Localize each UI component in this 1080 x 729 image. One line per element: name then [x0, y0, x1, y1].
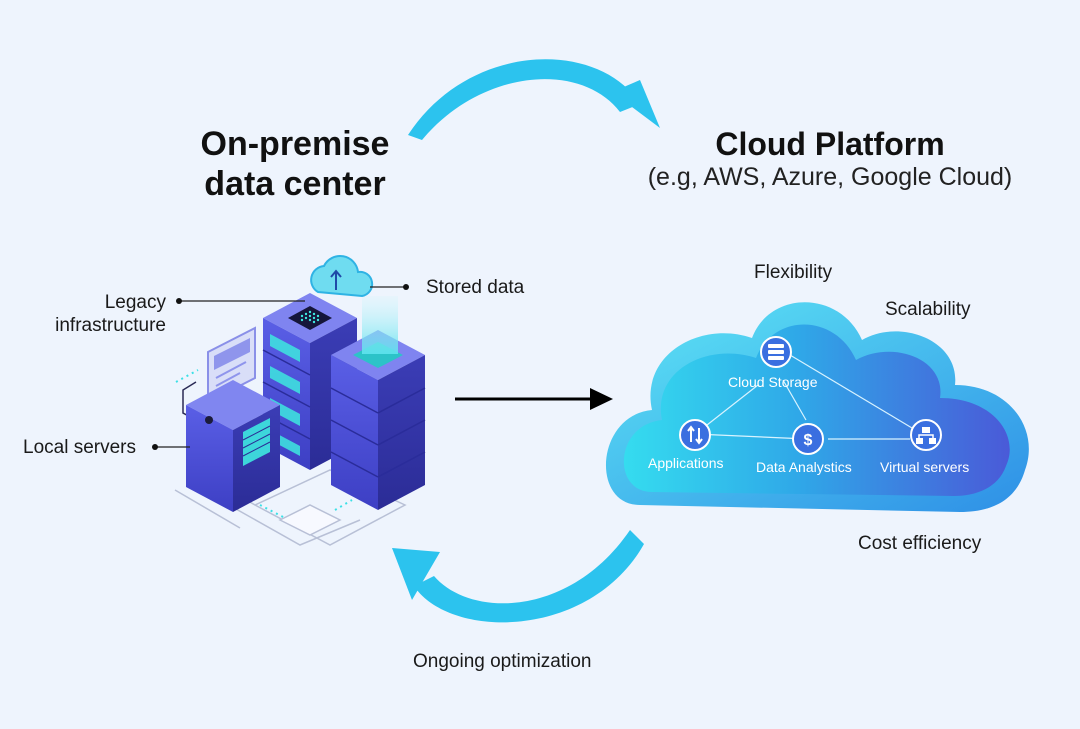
flexibility-label: Flexibility	[754, 262, 833, 283]
legacy-infrastructure-label: Legacy infrastructure	[38, 291, 166, 338]
legacy-callout-dot	[176, 298, 182, 304]
local-servers-label: Local servers	[23, 437, 136, 458]
data-beam	[362, 296, 398, 354]
on-premise-title-line1: On-premise	[200, 125, 390, 163]
server-left	[186, 380, 280, 512]
svg-text:$: $	[804, 432, 813, 449]
ongoing-optimization-label: Ongoing optimization	[413, 651, 592, 672]
scalability-label: Scalability	[885, 299, 971, 320]
dollar-icon: $	[792, 423, 824, 455]
on-premise-title: On-premise data center	[150, 124, 440, 204]
virtual-servers-label: Virtual servers	[880, 459, 970, 475]
network-hierarchy-icon	[910, 419, 942, 451]
stored-data-label: Stored data	[426, 277, 525, 298]
cloud-network-lines	[694, 354, 913, 440]
monitor-panel	[207, 326, 256, 404]
cloud-platform-shape	[605, 302, 1029, 512]
stored-data-callout-dot	[403, 284, 409, 290]
local-servers-callout-dot	[152, 444, 158, 450]
cloud-platform-subtitle: (e.g, AWS, Azure, Google Cloud)	[647, 163, 1013, 191]
top-migration-arrow	[408, 59, 660, 140]
database-icon	[760, 336, 792, 368]
cloud-platform-title: Cloud Platform	[715, 126, 945, 162]
on-premise-title-line2: data center	[204, 165, 386, 203]
middle-arrow	[455, 388, 613, 410]
applications-label: Applications	[648, 455, 724, 471]
legacy-label-line2: infrastructure	[55, 315, 166, 336]
cloud-storage-label: Cloud Storage	[728, 374, 818, 390]
server-right	[330, 330, 426, 510]
legacy-label-line1: Legacy	[104, 292, 166, 313]
data-analytics-label: Data Analystics	[756, 459, 852, 475]
bottom-optimization-arrow	[392, 530, 644, 623]
transfer-arrows-icon	[679, 419, 711, 451]
cost-efficiency-label: Cost efficiency	[858, 533, 982, 554]
upload-cloud-icon	[310, 255, 374, 298]
